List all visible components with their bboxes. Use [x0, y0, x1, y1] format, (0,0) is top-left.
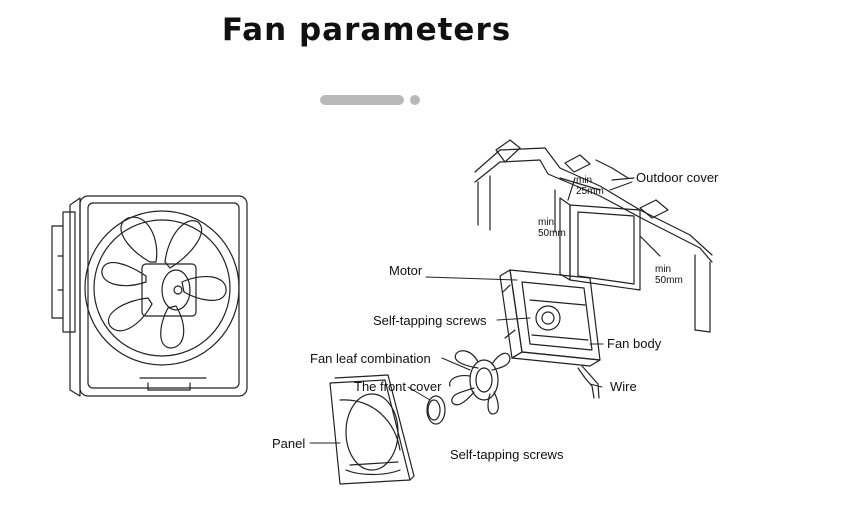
label-self-tapping-screws-bottom: Self-tapping screws — [450, 447, 564, 462]
label-fan-leaf-combination: Fan leaf combination — [310, 351, 431, 366]
fan-body-illustration — [499, 269, 601, 399]
dimension-top-value: 25mm — [576, 186, 604, 197]
panel-illustration — [329, 374, 415, 485]
carousel-indicator-active — [320, 95, 404, 105]
dimension-left-min: min — [538, 217, 555, 228]
label-self-tapping-screws-top: Self-tapping screws — [373, 313, 487, 328]
label-panel: Panel — [272, 436, 306, 451]
leader-lines — [309, 181, 633, 444]
label-front-cover: The front cover — [354, 379, 442, 394]
assembled-fan-illustration — [51, 195, 248, 397]
dimension-left-value: 50mm — [538, 228, 566, 239]
carousel-indicator-dot — [410, 95, 420, 105]
label-motor: Motor — [389, 263, 423, 278]
dimension-left: min 50mm — [538, 217, 566, 239]
dimension-top: min 25mm — [576, 175, 604, 197]
dimension-right-value: 50mm — [655, 275, 683, 286]
front-cover-illustration — [426, 395, 446, 425]
dimension-right: min 50mm — [655, 264, 683, 286]
dimension-right-min: min — [655, 264, 672, 275]
label-outdoor-cover: Outdoor cover — [636, 170, 719, 185]
dimension-top-min: min — [576, 175, 593, 186]
page-title: Fan parameters — [221, 12, 512, 48]
label-fan-body: Fan body — [607, 336, 662, 351]
label-wire: Wire — [610, 379, 637, 394]
fan-leaf-illustration — [449, 350, 511, 415]
wall-outdoor-cover-illustration — [474, 139, 713, 333]
